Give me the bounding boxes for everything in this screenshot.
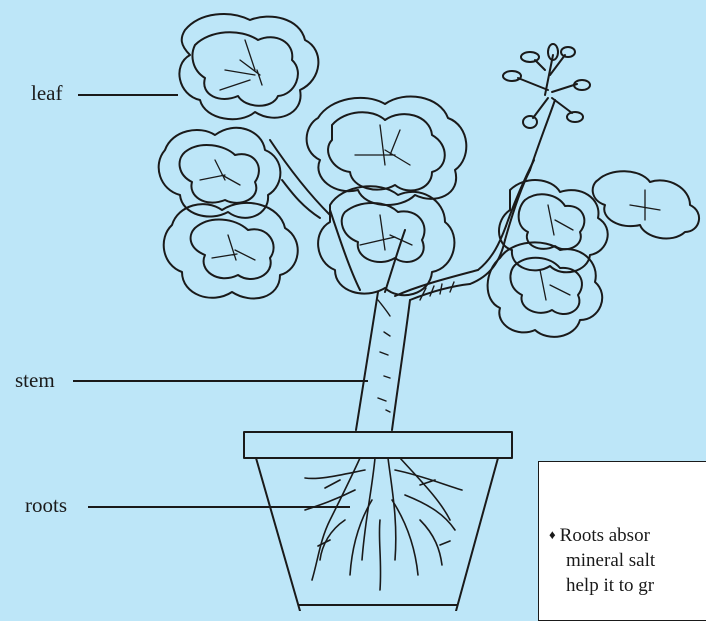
note-line-3: help it to gr: [549, 573, 655, 598]
leaf-drawing: [159, 14, 699, 337]
pot-drawing: [244, 432, 512, 611]
bullet-icon: ♦: [549, 527, 556, 542]
note-text: ♦ Roots absor mineral salt help it to gr: [549, 522, 655, 598]
roots-leader-line: [88, 506, 350, 508]
stem-label: stem: [15, 370, 55, 391]
leaf-leader-line: [78, 94, 178, 96]
note-line-2: mineral salt: [549, 548, 655, 573]
roots-drawing: [305, 458, 462, 590]
roots-label: roots: [25, 495, 67, 516]
leaf-label: leaf: [31, 83, 62, 104]
stem-leader-line: [73, 380, 368, 382]
note-box: ♦ Roots absor mineral salt help it to gr: [538, 461, 706, 621]
note-line-1: Roots absor: [560, 525, 650, 546]
